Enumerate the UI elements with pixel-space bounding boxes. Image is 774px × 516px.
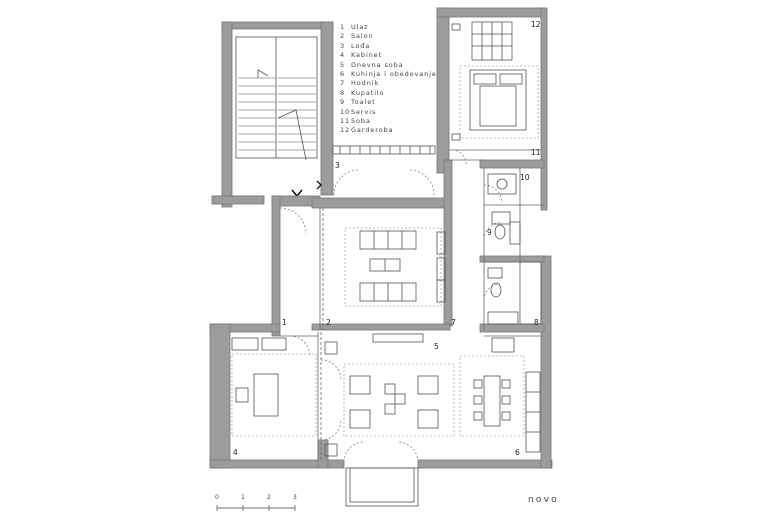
- entry-arrow-side: [316, 180, 322, 190]
- room-label-10: 10: [520, 173, 530, 182]
- plan-title: novo: [528, 495, 559, 505]
- study-furniture: [231, 337, 317, 437]
- scale-label-3: 3: [293, 494, 297, 501]
- living-furniture: [324, 333, 541, 457]
- room-label-11: 11: [531, 148, 541, 157]
- room-label-7: 7: [451, 318, 456, 327]
- legend-item: 11Soba: [340, 117, 371, 126]
- scale-label-2: 2: [267, 494, 271, 501]
- salon-furniture: [344, 227, 446, 307]
- doors: [279, 149, 503, 463]
- scale-label-0: 0: [215, 494, 219, 501]
- bathroom-furniture: [487, 173, 542, 325]
- room-label-5: 5: [434, 342, 439, 351]
- entry-arrow: [291, 189, 303, 198]
- scale-label-1: 1: [241, 494, 245, 501]
- room-label-8: 8: [534, 318, 539, 327]
- room-label-3: 3: [335, 161, 340, 170]
- stairwell: [211, 21, 334, 208]
- bedroom-furniture: [451, 21, 539, 141]
- room-label-6: 6: [515, 448, 520, 457]
- room-label-12: 12: [531, 20, 541, 29]
- room-label-9: 9: [487, 228, 492, 237]
- legend-item: 10Servis: [340, 107, 377, 116]
- room-label-4: 4: [233, 448, 238, 457]
- walls: [209, 7, 553, 469]
- scale-bar: [216, 505, 296, 511]
- room-label-2: 2: [326, 318, 331, 327]
- loggia-railing: [332, 145, 436, 155]
- room-label-1: 1: [282, 318, 287, 327]
- balcony: [345, 467, 419, 507]
- legend-item: 12Garderoba: [340, 126, 394, 135]
- interior-partitions: [280, 149, 544, 460]
